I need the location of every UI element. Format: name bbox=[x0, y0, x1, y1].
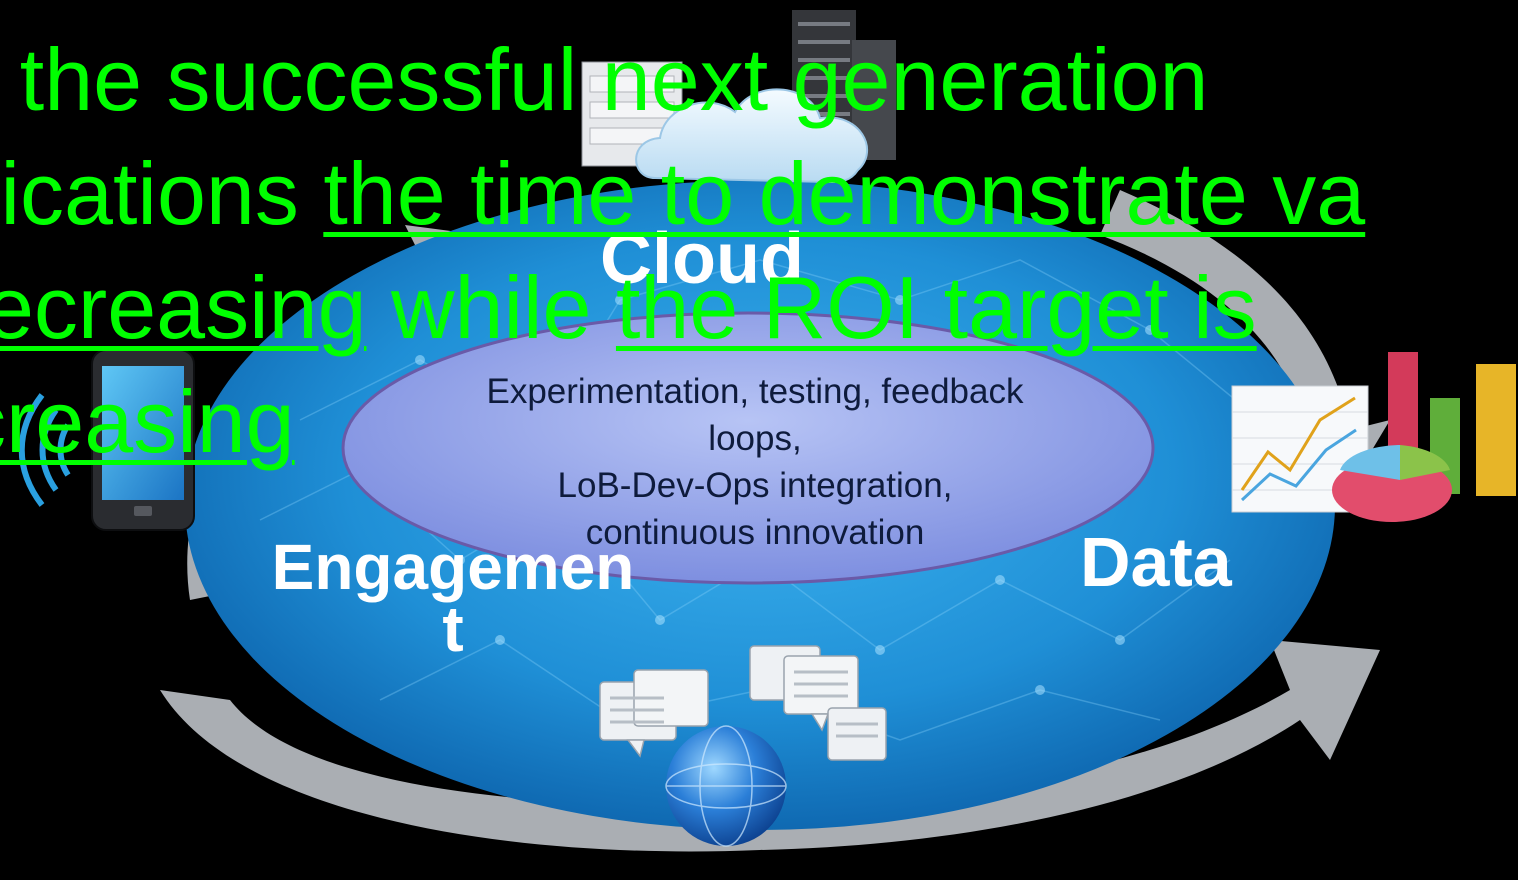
headline-segment-underlined: decreasing bbox=[0, 258, 367, 357]
headline-line-1: r the successful next generation bbox=[0, 36, 1208, 124]
chat-bubbles-icon bbox=[599, 645, 887, 761]
headline-segment: plications bbox=[0, 144, 299, 243]
signal-waves-icon bbox=[18, 393, 71, 507]
headline-segment-underlined: the time to demonstrate va bbox=[323, 144, 1366, 243]
headline-line-3: decreasing while the ROI target is bbox=[0, 264, 1257, 352]
analytics-chart-icon bbox=[1231, 352, 1516, 522]
headline-line-2: plications the time to demonstrate va bbox=[0, 150, 1365, 238]
engagement-label: Engagemen t bbox=[271, 531, 635, 665]
cloud-label: Cloud bbox=[600, 219, 804, 299]
headline-segment: while bbox=[366, 258, 616, 357]
center-ellipse-text: Experimentation, testing, feedback loops… bbox=[486, 372, 1024, 552]
cloud-icon bbox=[635, 88, 869, 184]
smartphone-icon bbox=[91, 349, 195, 531]
headline-line-4: creasing bbox=[0, 378, 295, 466]
headline-segment: r the successful next generation bbox=[0, 30, 1209, 129]
data-label: Data bbox=[1080, 523, 1232, 601]
headline-segment-underlined: the ROI target is bbox=[615, 258, 1257, 357]
headline-segment-underlined: creasing bbox=[0, 372, 295, 471]
globe-icon bbox=[665, 725, 787, 847]
